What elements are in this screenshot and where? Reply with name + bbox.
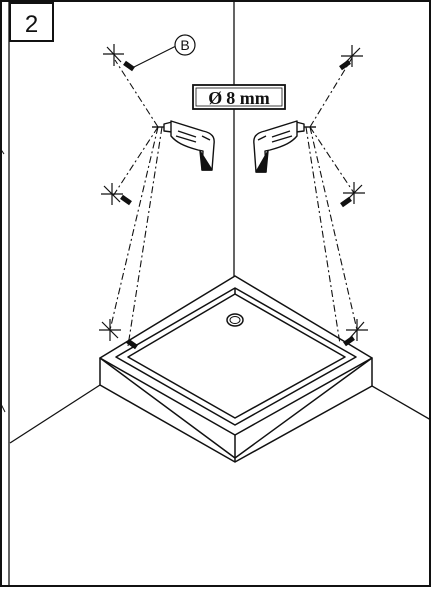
diameter-symbol: Ø xyxy=(208,88,222,108)
drain-hole xyxy=(226,313,244,327)
callout-label: B xyxy=(180,37,189,53)
electric-drill-icon xyxy=(152,120,316,173)
drill-mark-bottom-right xyxy=(346,319,368,341)
wall-plug-mid-left xyxy=(120,194,132,206)
wall-plug-top-left xyxy=(123,60,135,72)
drill-left xyxy=(152,120,215,171)
shower-tray xyxy=(99,275,373,463)
drill-mark-bottom-left xyxy=(99,319,121,341)
wall-plug-bottom-right xyxy=(343,335,355,347)
room-corner xyxy=(9,0,431,444)
drill-mark-top-left xyxy=(103,44,124,66)
wall-plug-mid-right xyxy=(340,196,352,208)
step-number-box: 2 xyxy=(9,2,54,42)
drill-right xyxy=(253,120,316,173)
wall-plug-icon xyxy=(120,59,355,350)
callout-b: B xyxy=(131,34,196,69)
wall-plug-top-right xyxy=(339,59,351,71)
alignment-guide-lines xyxy=(109,57,358,347)
drill-size-value: 8 mm xyxy=(226,88,270,108)
drill-mark-mid-left xyxy=(101,183,123,205)
wall-plug-bottom-left xyxy=(126,338,138,350)
step-number: 2 xyxy=(25,11,38,38)
edge-ticks xyxy=(0,147,6,413)
